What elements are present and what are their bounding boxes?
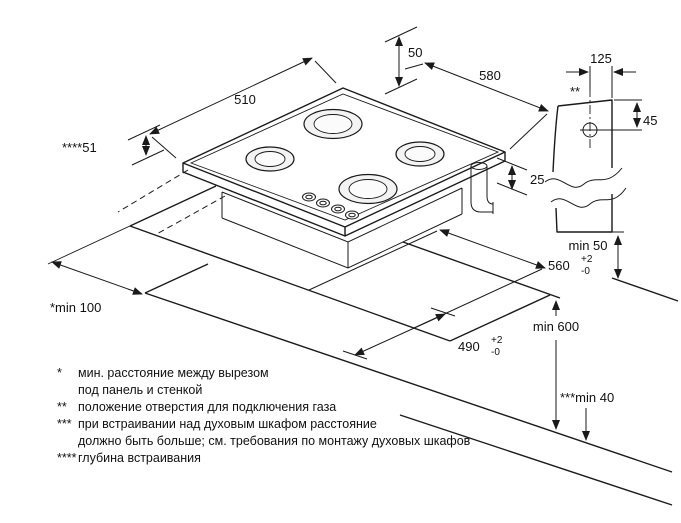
cutout-depth-tol-minus: -0 [491,347,500,358]
detail-outline-bottom [555,194,613,233]
dim-hob-depth-label: 510 [234,92,256,107]
burner-back [303,108,363,140]
dim-recess-depth-label: ****51 [62,140,97,155]
footnote-text: положение отверстия для подключения газа [78,400,336,414]
dim-right-gap: min 50 [568,231,624,279]
burner-front [338,173,398,205]
counter-front-bottom-edge [399,414,673,506]
footnote-text: глубина встраивания [78,451,201,465]
hob-glass-top [182,87,506,228]
projection-line-1 [117,169,189,213]
cutout-width-tol-plus: +2 [581,254,593,265]
dim-left-gap-label: *min 100 [50,300,101,315]
dim-under-gap-label: ***min 40 [560,390,614,405]
cutout-width-tol-minus: -0 [581,266,590,277]
dim-counter-depth: min 600 [533,300,579,430]
burner-left [245,146,295,172]
detail-break-upper [544,167,623,188]
footnote-marker: ** [57,400,67,414]
countertop [47,169,679,506]
dim-under-gap: ***min 40 [560,390,614,441]
detail-break-lower [550,187,627,208]
wall-edge [611,277,679,302]
counter-front-edge [144,292,673,473]
cutout-depth-tol-plus: +2 [491,335,503,346]
dim-hob-depth: 510 [149,57,337,159]
gas-hole-marker: ** [570,84,580,99]
dim-cutout-width: 560 +2 -0 [308,229,593,329]
footnote-marker: * [57,366,62,380]
footnote-text: при встраивании над духовым шкафом расст… [78,417,377,431]
dim-body-height-label: 25 [530,172,544,187]
footnote-text: должно быть больше; см. требования по мо… [78,434,471,448]
dim-cutout-depth-label: 490 [458,339,480,354]
dim-counter-depth-label: min 600 [533,319,579,334]
footnote-text: под панель и стенкой [78,383,202,397]
detail-outline-top [552,99,613,173]
dim-hob-width: 580 [404,62,549,150]
dim-cutout-depth: 490 +2 -0 [342,307,503,360]
dim-back-gap-label: 50 [408,45,422,60]
dim-recess-depth: ****51 [62,124,165,166]
dim-hob-width-label: 580 [479,68,501,83]
cutout-back-edge [402,241,561,299]
cutout-left-extension [47,225,131,265]
footnotes: * мин. расстояние между вырезом под пане… [57,366,471,465]
footnote-marker: **** [57,451,77,465]
dim-cutout-width-label: 560 [548,258,570,273]
cutout-front-edge [129,225,451,342]
dim-gas-x: 125 ** [566,51,636,99]
gas-pipe [470,162,494,214]
burner-right [395,141,445,167]
cutout-left-edge [129,185,217,227]
footnote-marker: *** [57,417,72,431]
dim-body-height: 25 [496,157,544,196]
dim-gas-x-label: 125 [590,51,612,66]
dim-gas-y-label: 45 [643,113,657,128]
dim-left-gap: *min 100 [50,261,143,315]
hob-bowl [221,187,463,269]
dim-right-gap-label: min 50 [568,238,607,253]
hob [182,87,506,269]
footnote-text: мин. расстояние между вырезом [78,366,269,380]
cutout-right-edge [449,294,551,342]
dim-gas-y: 45 [599,99,657,131]
projection-line-2 [154,195,226,236]
control-knobs [302,192,359,220]
counter-left-edge [144,263,209,294]
dim-back-gap: 50 [384,26,422,95]
gas-detail-view [544,88,627,233]
